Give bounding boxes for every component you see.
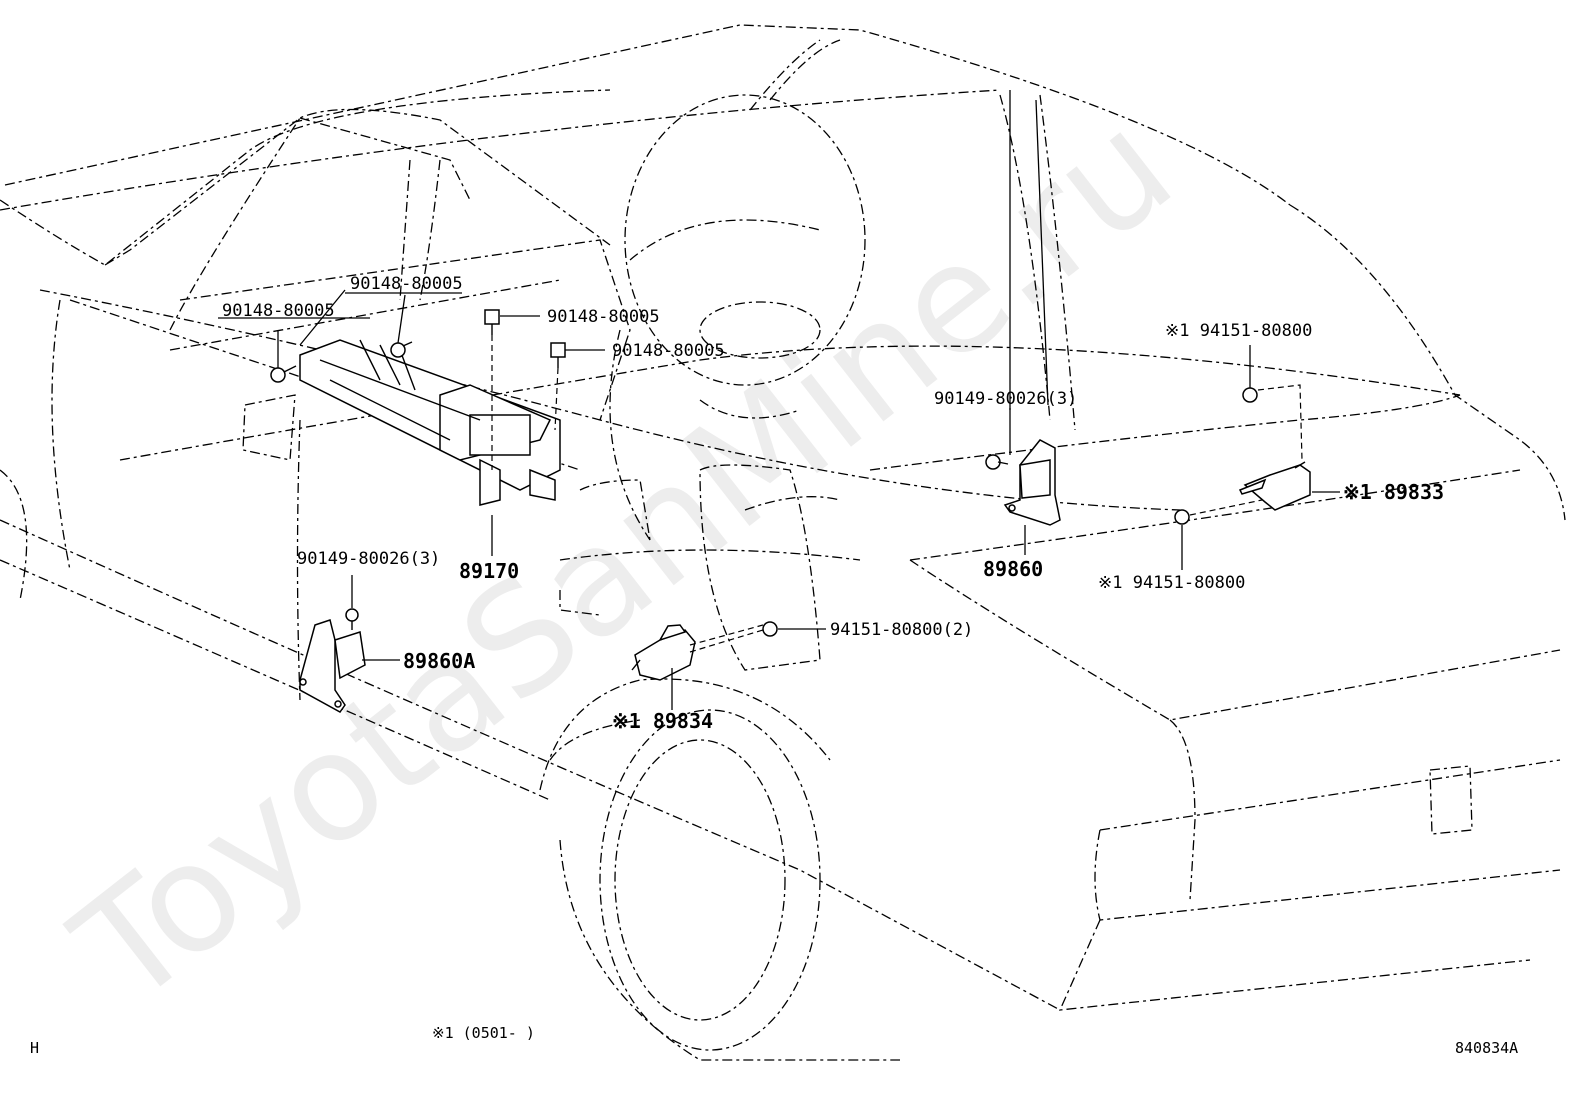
car-silhouette [0,24,1566,1061]
leader-lines [218,90,1340,710]
callout-89860a: 89860A [403,649,475,673]
side-airbag-sensor-89833 [1174,387,1311,525]
callout-89170: 89170 [459,559,519,583]
footer-left-code: H [30,1039,39,1057]
front-airbag-sensor-89860a [299,608,366,713]
callout-90148-80005-d: 90148-80005 [612,341,725,361]
bolt-90148-b [390,341,413,358]
footer-note: ※1 (0501- ) [432,1024,535,1042]
bolt-90148-d [550,342,566,368]
callout-90149-80026-right: 90149-80026(3) [934,389,1077,409]
callout-90148-80005-b: 90148-80005 [350,274,463,294]
callout-89833: ※1 89833 [1343,480,1444,504]
bolt-90148-c [484,309,500,335]
callout-89860: 89860 [983,557,1043,581]
callout-94151-80800-2: 94151-80800(2) [830,620,973,640]
airbag-sensor-assembly-89170 [299,339,561,506]
front-airbag-sensor-89860 [985,439,1061,526]
callout-90149-80026-left: 90149-80026(3) [297,549,440,569]
callout-94151-80800-bottom: ※1 94151-80800 [1098,573,1245,593]
callout-90148-80005-c: 90148-80005 [547,307,660,327]
callout-89834: ※1 89834 [612,709,713,733]
figure-code: 840834A [1455,1039,1518,1057]
callout-94151-80800-top: ※1 94151-80800 [1165,321,1312,341]
side-airbag-sensor-89834 [631,621,778,681]
callout-90148-80005-a: 90148-80005 [222,301,335,321]
